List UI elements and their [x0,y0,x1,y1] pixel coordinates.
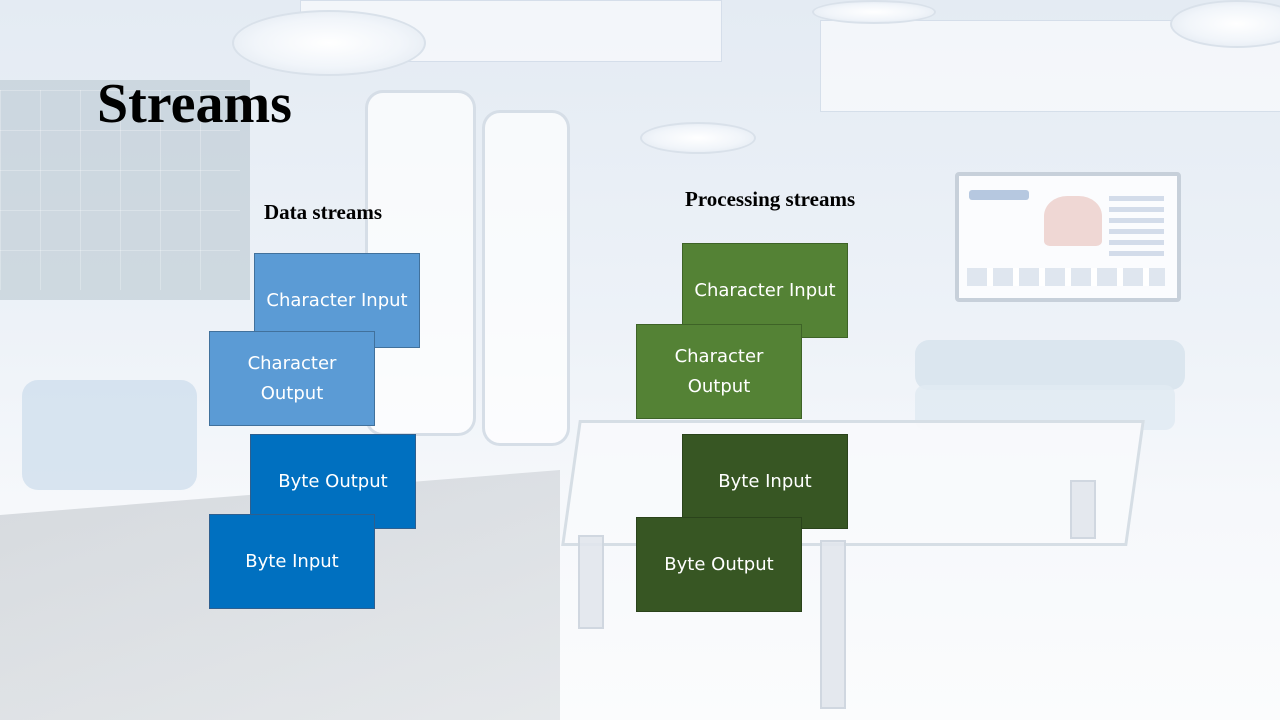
box-label: Byte Input [245,550,339,572]
processing-character-output-box: Character Output [636,324,802,419]
data-byte-output-box: Byte Output [250,434,416,529]
box-label: Character Input [694,279,836,301]
slide-title: Streams [97,73,292,135]
data-streams-heading: Data streams [264,200,383,224]
processing-byte-input-box: Byte Input [682,434,848,529]
box-label: Byte Input [718,470,812,492]
processing-streams-heading: Processing streams [685,187,856,211]
box-label: Byte Output [278,470,388,492]
data-character-output-box: Character Output [209,331,375,426]
data-byte-input-box: Byte Input [209,514,375,609]
processing-character-input-box: Character Input [682,243,848,338]
box-label: Character Output [247,352,337,404]
box-label: Character Output [674,345,764,397]
processing-byte-output-box: Byte Output [636,517,802,612]
box-label: Byte Output [664,553,774,575]
box-label: Character Input [266,289,408,311]
